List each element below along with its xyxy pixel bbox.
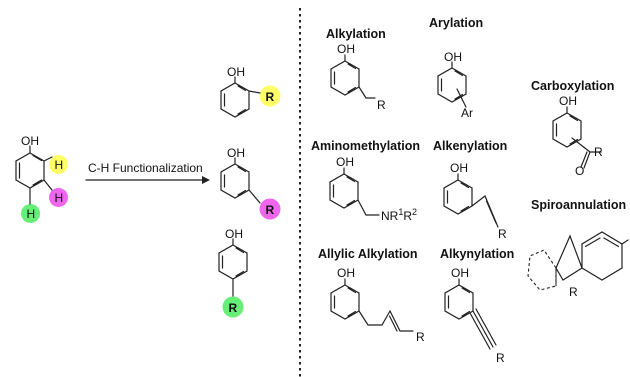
alkenylation-title: Alkenylation: [433, 139, 507, 153]
reaction-arrow: C-H Functionalization: [85, 161, 210, 184]
spiroannulation-title: Spiroannulation: [531, 198, 626, 212]
oh-label: OH: [337, 42, 355, 56]
oh-label: OH: [451, 266, 469, 280]
r-text: R: [403, 209, 412, 223]
allylic-alkylation-title: Allylic Alkylation: [318, 247, 418, 261]
alkynylation-structure: Alkynylation OH R: [440, 247, 514, 365]
r-label: R: [569, 285, 578, 299]
alkynylation-title: Alkynylation: [440, 247, 514, 261]
meta-highlight: [49, 188, 68, 207]
meta-product: OH R: [220, 146, 281, 220]
aminomethylation-structure: Aminomethylation OH NR1R2: [311, 139, 420, 223]
arrow-label: C-H Functionalization: [88, 161, 203, 175]
oh-label: OH: [444, 50, 462, 64]
oh-label: OH: [336, 155, 354, 169]
h-para-label: H: [27, 207, 36, 221]
meta-r-highlight: [259, 198, 281, 220]
oh-label: OH: [227, 146, 245, 160]
r-label: R: [498, 227, 507, 241]
arylation-structure: Arylation OH Ar: [429, 16, 483, 120]
carboxylation-structure: Carboxylation OH O R: [531, 79, 614, 178]
oh-label: OH: [21, 134, 39, 148]
superscript-one: 1: [398, 207, 403, 217]
r-label: R: [377, 98, 386, 112]
r-label: R: [229, 301, 238, 315]
allylic-alkylation-structure: Allylic Alkylation OH R: [318, 247, 425, 344]
r-label: R: [416, 330, 425, 344]
oh-label: OH: [450, 161, 468, 175]
superscript-two: 2: [412, 207, 417, 217]
r-label: R: [266, 90, 275, 104]
alkylation-structure: Alkylation OH R: [326, 27, 386, 112]
oh-label: OH: [559, 94, 577, 108]
spiroannulation-structure: Spiroannulation R: [527, 198, 629, 299]
oh-label: OH: [225, 227, 243, 241]
oh-label: OH: [337, 266, 355, 280]
ortho-r-highlight: [259, 85, 281, 107]
carboxylation-title: Carboxylation: [531, 79, 614, 93]
nr-text: NR: [381, 209, 399, 223]
nr1r2-label: NR1R2: [381, 207, 417, 223]
o-label: O: [575, 164, 584, 178]
para-highlight: [21, 204, 40, 223]
h-ortho-label: H: [55, 158, 64, 172]
ar-label: Ar: [461, 106, 473, 120]
r-label: R: [594, 145, 603, 159]
alkylation-title: Alkylation: [326, 27, 386, 41]
alkenylation-structure: Alkenylation OH R: [433, 139, 507, 241]
ortho-highlight: [49, 155, 68, 174]
phenol-start: OH H H H: [15, 134, 68, 223]
arylation-title: Arylation: [429, 16, 483, 30]
oh-label: OH: [227, 65, 245, 79]
para-r-highlight: [222, 296, 244, 318]
aminomethylation-title: Aminomethylation: [311, 139, 420, 153]
r-label: R: [266, 203, 275, 217]
r-label: R: [496, 351, 505, 365]
ortho-product: OH R: [220, 65, 281, 118]
h-meta-label: H: [55, 191, 64, 205]
para-product: OH R: [218, 227, 248, 318]
